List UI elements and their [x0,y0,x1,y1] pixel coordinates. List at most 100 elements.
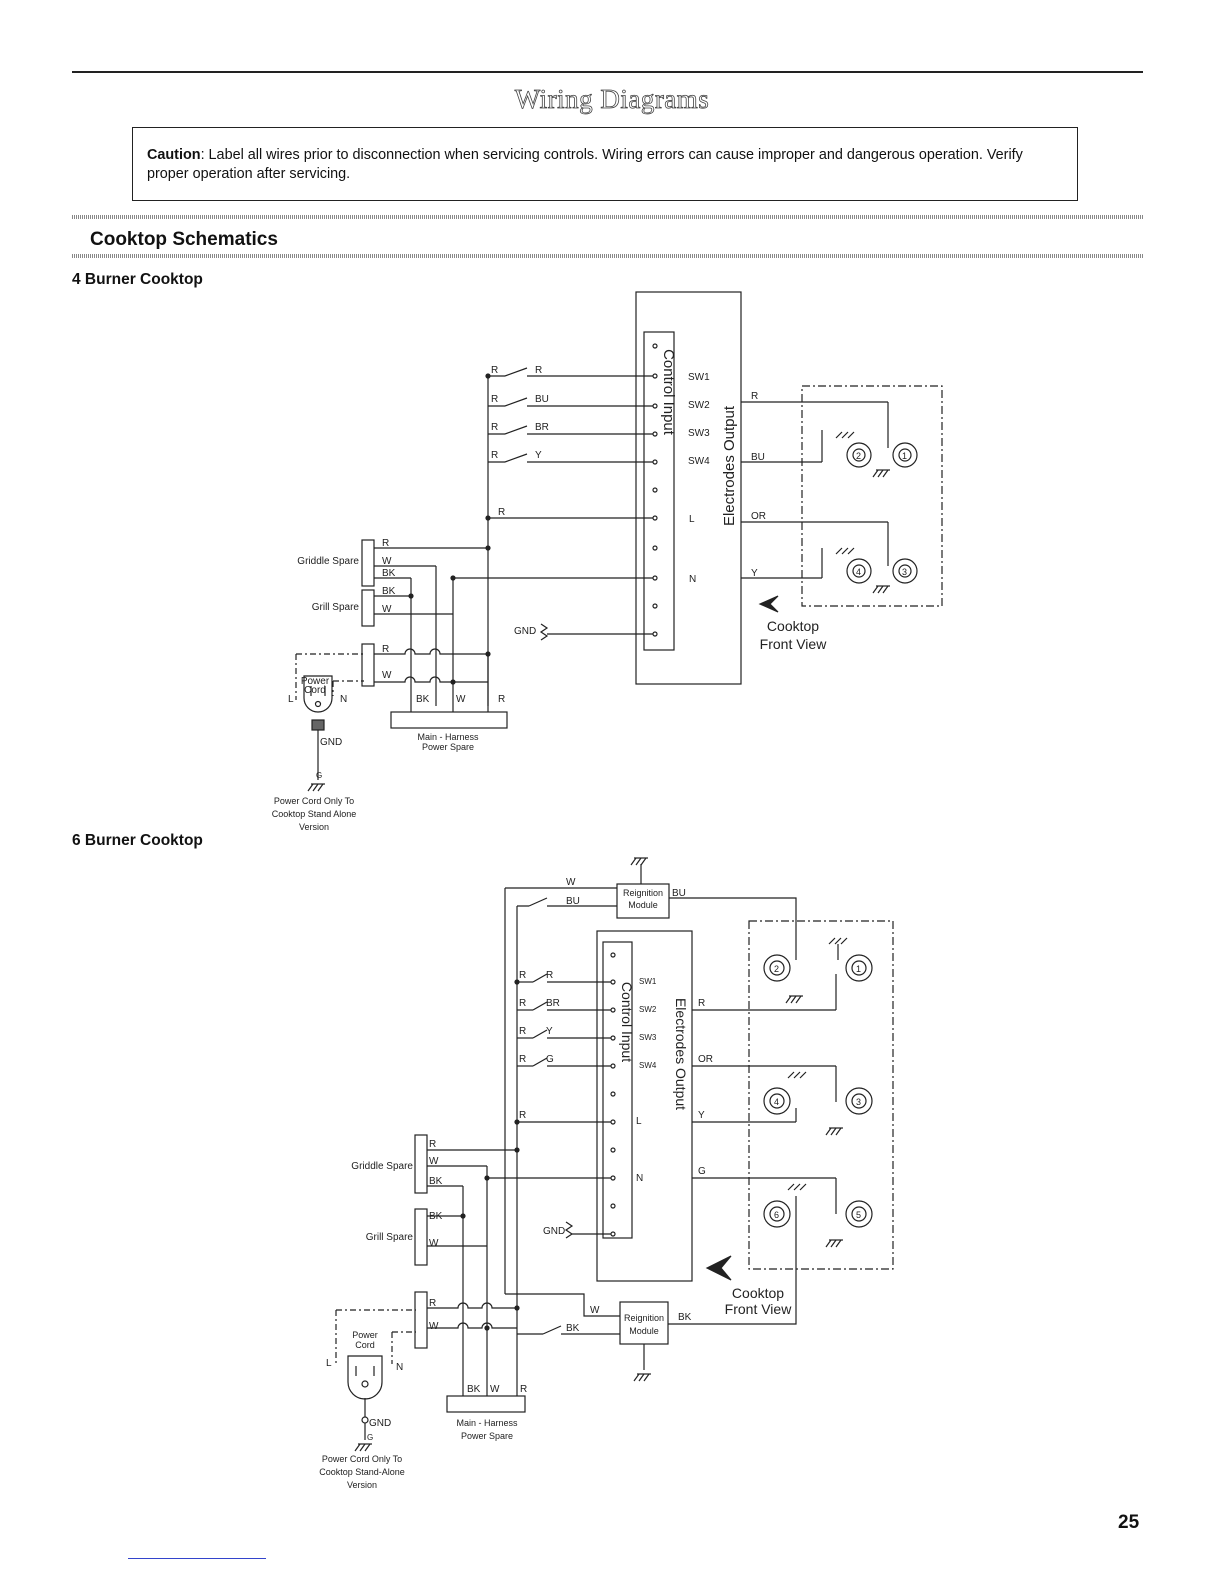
harness-label: Main - Harness [417,732,479,742]
cooktop-frame-6 [748,920,894,1270]
terminal-dots-4 [652,343,658,637]
harness-wire: R [498,694,505,705]
g-label: G [367,1433,373,1442]
page-title: Wiring Diagrams [514,84,710,115]
reignition-label: Reignition [624,1313,664,1323]
switch-out-wire: R [535,365,542,376]
section-hatch-bottom [72,254,1143,258]
switch-out-wire: BR [535,422,549,433]
switch-out-wire: Y [535,450,542,461]
page-number: 25 [1118,1512,1140,1533]
module-wire: BU [672,888,686,899]
grill-wire: W [429,1238,439,1249]
front-view-label: Front View [725,1301,793,1317]
module-wire: BU [566,896,580,907]
burner-number: 1 [902,451,907,461]
sw-label: SW4 [639,1061,657,1070]
control-input-label: Control Input [660,349,677,436]
switch-in-wire: R [519,998,526,1009]
pc-note: Version [299,822,329,832]
six-burner-title: 6 Burner Cooktop [72,832,203,849]
griddle-wire: R [382,538,389,549]
grill-wire: BK [429,1211,443,1222]
sw-label: SW1 [639,977,657,986]
electrodes-output-label: Electrodes Output [673,998,689,1110]
pc-gnd-label: GND [320,737,342,748]
gnd-label: GND [514,626,536,637]
burner-number: 5 [856,1210,861,1220]
pc-note: Power Cord Only To [322,1454,402,1464]
module-wire: W [590,1305,600,1316]
griddle-spare-plug-6 [414,1134,428,1194]
g-label: G [316,771,322,780]
six-burner-labels: Reignition Module W BU BU SW1 SW2 SW3 SW… [319,877,861,1490]
section-hatch-top [72,215,1143,219]
burner-number: 2 [856,451,861,461]
module-wire: BK [566,1323,580,1334]
pc-l-label: L [326,1358,332,1369]
harness-label: Power Spare [422,742,474,752]
out-wire: OR [698,1054,713,1065]
harness-wire: BK [467,1384,481,1395]
switch-out-wire: Y [546,1026,553,1037]
burner-number: 3 [856,1097,861,1107]
switch-out-wire: G [546,1054,554,1065]
burner-number: 2 [774,964,779,974]
burner-number: 3 [902,567,907,577]
switch-in-wire: R [519,1054,526,1065]
terminal-dots-6 [610,952,616,1237]
harness-label: Power Spare [461,1431,513,1441]
pc-note: Cooktop Stand-Alone [319,1467,405,1477]
gnd-label: GND [543,1226,565,1237]
front-view-arrow-6 [705,1255,732,1281]
out-wire: G [698,1166,706,1177]
burners-6 [763,954,873,1228]
burner-number: 4 [774,1097,779,1107]
switch-in-wire: R [491,422,498,433]
module-wire: BK [678,1312,692,1323]
switch-in-wire: R [491,394,498,405]
sw-label: SW2 [639,1005,657,1014]
harness-wire: W [490,1384,500,1395]
grill-spare-plug-4 [361,589,375,627]
top-rule [72,71,1143,73]
harness-label: Main - Harness [456,1418,518,1428]
power-cord-plug-4 [361,643,375,687]
switch-out-wire: R [546,970,553,981]
sw-label: SW1 [688,372,710,383]
cooktop-frame-4 [801,385,943,607]
grill-wire: W [382,604,392,615]
burner-number: 1 [856,964,861,974]
module-wire: W [566,877,576,888]
r-feed-wire: R [519,1110,526,1121]
pc-gnd-label: GND [369,1418,391,1429]
power-cord-label: Cord [304,685,326,696]
power-cord-wire: R [382,644,389,655]
out-wire: Y [751,568,758,579]
n-label: N [689,574,696,585]
reignition-label: Module [628,900,658,910]
griddle-wire: W [429,1156,439,1167]
harness-wire: W [456,694,466,705]
power-cord-wire: W [382,670,392,681]
four-burner-labels: SW1 SW2 SW3 SW4 L N Control Input Electr… [272,349,907,832]
l-label: L [689,514,695,525]
electrodes-output-label: Electrodes Output [721,405,738,526]
griddle-spare-label: Griddle Spare [351,1161,413,1172]
griddle-spare-label: Griddle Spare [297,556,359,567]
out-wire: BU [751,452,765,463]
reignition-label: Reignition [623,888,663,898]
terminal-block-4 [643,331,675,651]
reignition-label: Module [629,1326,659,1336]
four-burner-title: 4 Burner Cooktop [72,271,203,288]
out-wire: Y [698,1110,705,1121]
control-input-label: Control Input [619,982,635,1062]
burner-number: 4 [856,567,861,577]
footer-link[interactable] [128,1558,266,1559]
front-view-arrow-4 [758,595,779,613]
power-cord-4 [303,675,333,713]
burners-4 [846,442,918,584]
reignition-module-top [616,883,670,919]
four-burner-diagram [295,291,943,792]
switch-out-wire: BU [535,394,549,405]
